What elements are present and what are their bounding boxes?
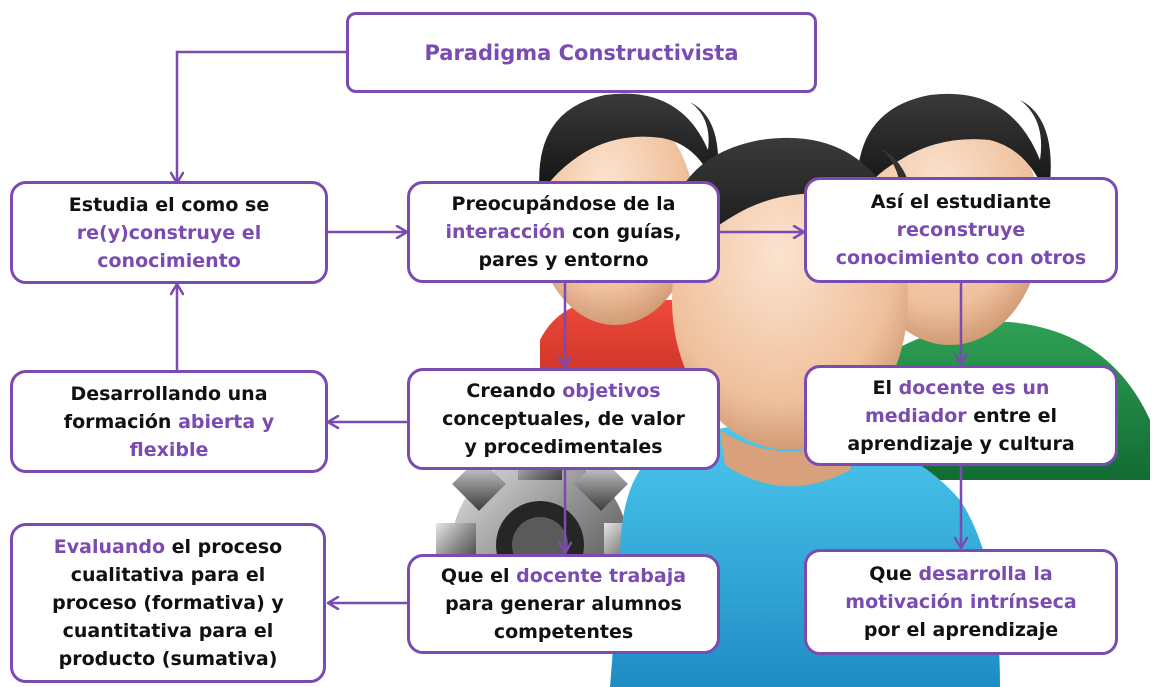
title-box: Paradigma Constructivista bbox=[346, 12, 817, 93]
text-segment: el proceso bbox=[165, 536, 283, 558]
text-segment: Que el bbox=[440, 565, 517, 587]
box-text: Evaluando el proceso cualitativa para el p… bbox=[52, 533, 284, 673]
text-line: Que el docente trabaja bbox=[441, 562, 686, 590]
box-text: Que desarrolla la motivación intrínseca po… bbox=[845, 560, 1076, 644]
text-segment: conceptuales, de valor bbox=[442, 408, 685, 430]
text-line: Preocupándose de la bbox=[446, 190, 682, 218]
text-segment: entre el bbox=[966, 404, 1058, 427]
highlighted-text: flexible bbox=[129, 438, 209, 461]
text-segment: formación bbox=[63, 410, 179, 433]
text-line: re(y)construye el bbox=[69, 219, 269, 247]
text-line: reconstruye bbox=[836, 216, 1086, 244]
text-line: conocimiento con otros bbox=[836, 244, 1086, 272]
text-segment: Preocupándose de la bbox=[451, 193, 676, 215]
highlighted-text: conocimiento bbox=[97, 249, 241, 272]
text-segment: cuantitativa para el bbox=[62, 620, 274, 642]
text-segment: y procedimentales bbox=[464, 436, 663, 458]
text-line: por el aprendizaje bbox=[845, 616, 1076, 644]
text-segment: producto (sumativa) bbox=[58, 648, 278, 670]
text-segment: Que bbox=[869, 563, 919, 585]
highlighted-text: re(y)construye el bbox=[76, 221, 262, 244]
box-preocupandose: Preocupándose de la interacción con guías… bbox=[407, 181, 720, 283]
text-line: conceptuales, de valor bbox=[442, 405, 685, 433]
text-line: conocimiento bbox=[69, 247, 269, 275]
highlighted-text: objetivos bbox=[562, 380, 661, 402]
highlighted-text: motivación intrínseca bbox=[845, 591, 1077, 613]
highlighted-text: desarrolla la bbox=[918, 563, 1053, 585]
box-text: Creando objetivos conceptuales, de valor y… bbox=[442, 377, 685, 461]
highlighted-text: Evaluando bbox=[53, 536, 166, 558]
text-line: Creando objetivos bbox=[442, 377, 685, 405]
highlighted-text: mediador bbox=[864, 404, 967, 427]
text-line: cualitativa para el bbox=[52, 561, 284, 589]
text-line: Que desarrolla la bbox=[845, 560, 1076, 588]
text-line: proceso (formativa) y bbox=[52, 589, 284, 617]
box-text: Preocupándose de la interacción con guías… bbox=[446, 190, 682, 274]
box-text: Estudia el como se re(y)construye el conoc… bbox=[69, 191, 269, 275]
text-line: interacción con guías, bbox=[446, 218, 682, 246]
box-evaluando: Evaluando el proceso cualitativa para el p… bbox=[10, 523, 326, 683]
text-segment: Así el estudiante bbox=[870, 191, 1052, 213]
highlighted-text: abierta y bbox=[178, 410, 275, 433]
text-segment: aprendizaje y cultura bbox=[847, 432, 1075, 455]
highlighted-text: conocimiento con otros bbox=[835, 247, 1087, 269]
text-segment: pares y entorno bbox=[478, 249, 649, 271]
text-segment: Desarrollando una bbox=[70, 382, 268, 405]
text-line: Desarrollando una bbox=[64, 380, 274, 408]
highlighted-text: reconstruye bbox=[896, 219, 1026, 241]
text-line: pares y entorno bbox=[446, 246, 682, 274]
arrow-title-to-estudia bbox=[177, 50, 346, 183]
text-line: formación abierta y bbox=[64, 408, 274, 436]
text-segment: El bbox=[872, 376, 899, 399]
box-creando: Creando objetivos conceptuales, de valor y… bbox=[407, 368, 720, 470]
title-text: Paradigma Constructivista bbox=[424, 40, 739, 65]
text-line: Estudia el como se bbox=[69, 191, 269, 219]
text-segment: proceso (formativa) y bbox=[52, 592, 284, 614]
text-line: mediador entre el bbox=[847, 402, 1074, 430]
highlighted-text: docente trabaja bbox=[516, 565, 687, 587]
text-line: y procedimentales bbox=[442, 433, 685, 461]
text-segment: para generar alumnos bbox=[445, 593, 682, 615]
text-line: Así el estudiante bbox=[836, 188, 1086, 216]
box-asi: Así el estudiante reconstruye conocimiento… bbox=[804, 177, 1118, 283]
text-line: para generar alumnos bbox=[441, 590, 686, 618]
text-segment: Estudia el como se bbox=[68, 193, 270, 216]
text-segment: por el aprendizaje bbox=[863, 619, 1059, 641]
highlighted-text: interacción bbox=[445, 221, 566, 243]
text-segment: cualitativa para el bbox=[70, 564, 266, 586]
text-segment: Creando bbox=[466, 380, 563, 402]
box-estudia: Estudia el como se re(y)construye el conoc… bbox=[10, 181, 328, 284]
text-line: producto (sumativa) bbox=[52, 645, 284, 673]
text-segment: con guías, bbox=[565, 221, 682, 243]
text-line: competentes bbox=[441, 618, 686, 646]
text-segment: competentes bbox=[493, 621, 634, 643]
text-line: flexible bbox=[64, 436, 274, 464]
text-line: aprendizaje y cultura bbox=[847, 430, 1074, 458]
box-text: Así el estudiante reconstruye conocimiento… bbox=[836, 188, 1086, 272]
text-line: Evaluando el proceso bbox=[52, 533, 284, 561]
box-motivacion: Que desarrolla la motivación intrínseca po… bbox=[804, 549, 1118, 655]
text-line: motivación intrínseca bbox=[845, 588, 1076, 616]
text-line: cuantitativa para el bbox=[52, 617, 284, 645]
box-text: Que el docente trabaja para generar alumn… bbox=[441, 562, 686, 646]
text-line: El docente es un bbox=[847, 374, 1074, 402]
box-docente-trabaja: Que el docente trabaja para generar alumn… bbox=[407, 554, 720, 654]
highlighted-text: docente es un bbox=[898, 376, 1050, 399]
